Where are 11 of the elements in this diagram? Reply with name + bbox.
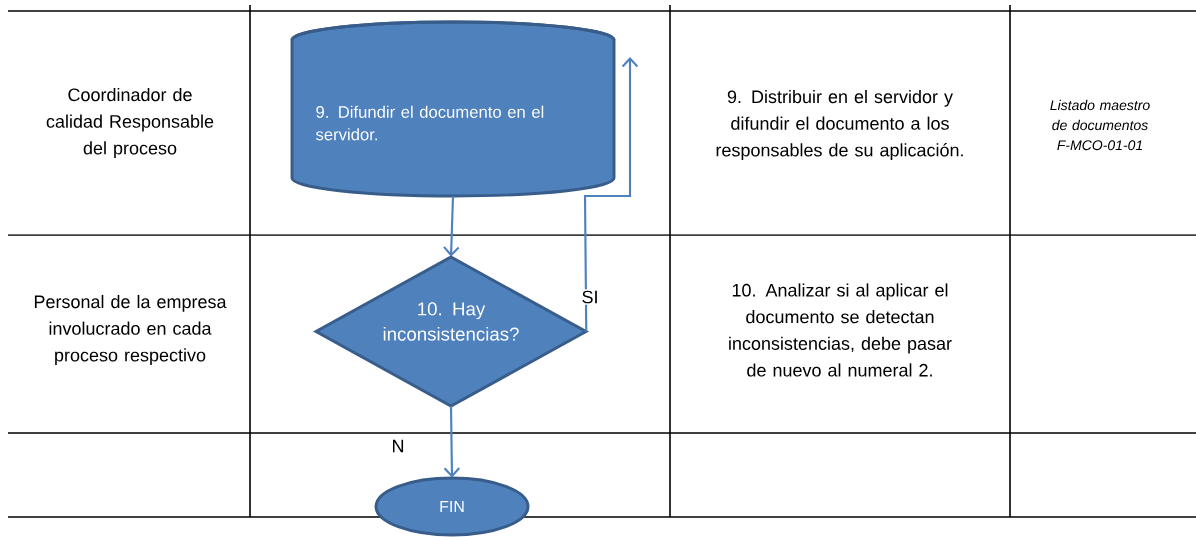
edge-label: SI	[580, 289, 600, 305]
cell-text: 10. Analizar si al aplicar el documento se detectan inconsistencias, debe pasar de nuevo al numeral 2.	[729, 283, 952, 377]
arrow	[443, 406, 460, 478]
cell-text: Personal de la empresa involucrado en cada proceso respectivo	[34, 294, 227, 366]
edge-label: N	[390, 438, 406, 454]
cell-text: Listado maestro de documentos F-MCO-01-01	[1050, 99, 1150, 151]
arrow	[443, 196, 460, 257]
arrow	[583, 57, 639, 332]
cell-text: Coordinador de calidad Responsable del proceso	[46, 87, 214, 159]
database-cylinder: 9. Difundir el documento en el servidor.	[290, 20, 616, 198]
cell-text: 9. Distribuir en el servidor y difundir el documento a los responsables de su aplicación.	[716, 89, 963, 161]
